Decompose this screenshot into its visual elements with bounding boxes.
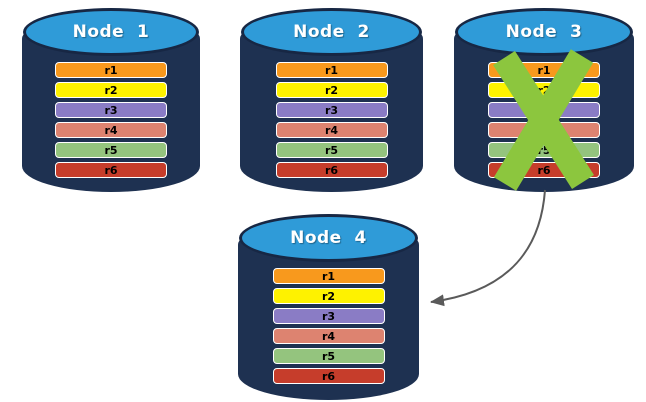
record-label: r1 xyxy=(321,269,336,283)
node-label: Node 4 xyxy=(290,228,367,248)
cylinder-top: Node 4 xyxy=(239,214,418,262)
node-label: Node 2 xyxy=(293,22,370,42)
record-bar-r2: r2 xyxy=(55,82,167,98)
failover-arrow xyxy=(430,189,546,307)
node-label: Node 3 xyxy=(505,22,583,42)
record-label: r5 xyxy=(321,349,336,363)
record-bar-r4: r4 xyxy=(272,328,385,344)
record-label: r6 xyxy=(321,369,336,383)
record-label: r1 xyxy=(537,63,551,77)
record-label: r2 xyxy=(321,289,336,303)
record-label: r1 xyxy=(104,63,118,77)
node-cylinder-4: r1 r2 r3 r4 r5 r6 Node 4 xyxy=(238,214,419,400)
cylinder-top: Node 3 xyxy=(455,8,633,56)
cylinder-top: Node 2 xyxy=(241,8,422,56)
record-label: r3 xyxy=(104,103,118,117)
record-bar-r2: r2 xyxy=(272,288,385,304)
node-cylinder-1: r1 r2 r3 r4 r5 r6 Node 1 xyxy=(22,8,200,192)
record-bar-r1: r1 xyxy=(275,62,388,78)
record-bar-r3: r3 xyxy=(272,308,385,324)
record-label: r6 xyxy=(324,163,339,177)
record-label: r1 xyxy=(324,63,339,77)
record-list: r1 r2 r3 r4 r5 r6 xyxy=(272,268,385,388)
record-bar-r5: r5 xyxy=(55,142,167,158)
record-label: r3 xyxy=(321,309,336,323)
record-bar-r5: r5 xyxy=(275,142,388,158)
record-list: r1 r2 r3 r4 r5 r6 xyxy=(275,62,388,182)
record-bar-r5: r5 xyxy=(272,348,385,364)
cylinder-top: Node 1 xyxy=(23,8,199,56)
record-label: r3 xyxy=(324,103,339,117)
record-label: r5 xyxy=(537,143,551,157)
record-label: r4 xyxy=(321,329,336,343)
failure-x-icon xyxy=(493,49,594,191)
record-bar-r4: r4 xyxy=(275,122,388,138)
record-list: r1 r2 r3 r4 r5 r6 xyxy=(55,62,167,182)
record-bar-r3: r3 xyxy=(55,102,167,118)
record-bar-r1: r1 xyxy=(272,268,385,284)
record-label: r5 xyxy=(324,143,339,157)
node-label: Node 1 xyxy=(72,22,150,42)
record-bar-r3: r3 xyxy=(275,102,388,118)
record-label: r5 xyxy=(104,143,118,157)
record-label: r6 xyxy=(537,163,551,177)
record-bar-r1: r1 xyxy=(55,62,167,78)
record-bar-r4: r4 xyxy=(55,122,167,138)
failover-arrow-path xyxy=(430,189,546,307)
record-label: r2 xyxy=(324,83,339,97)
record-label: r6 xyxy=(104,163,118,177)
record-label: r2 xyxy=(537,83,551,97)
node-cylinder-3: r1 r2 r3 r4 r5 r6 Node 3 xyxy=(454,8,634,192)
node-cylinder-2: r1 r2 r3 r4 r5 r6 Node 2 xyxy=(240,8,423,192)
record-bar-r6: r6 xyxy=(55,162,167,178)
record-bar-r6: r6 xyxy=(272,368,385,384)
record-label: r2 xyxy=(104,83,118,97)
record-label: r4 xyxy=(324,123,339,137)
record-label: r4 xyxy=(104,123,118,137)
record-bar-r2: r2 xyxy=(275,82,388,98)
record-bar-r6: r6 xyxy=(275,162,388,178)
